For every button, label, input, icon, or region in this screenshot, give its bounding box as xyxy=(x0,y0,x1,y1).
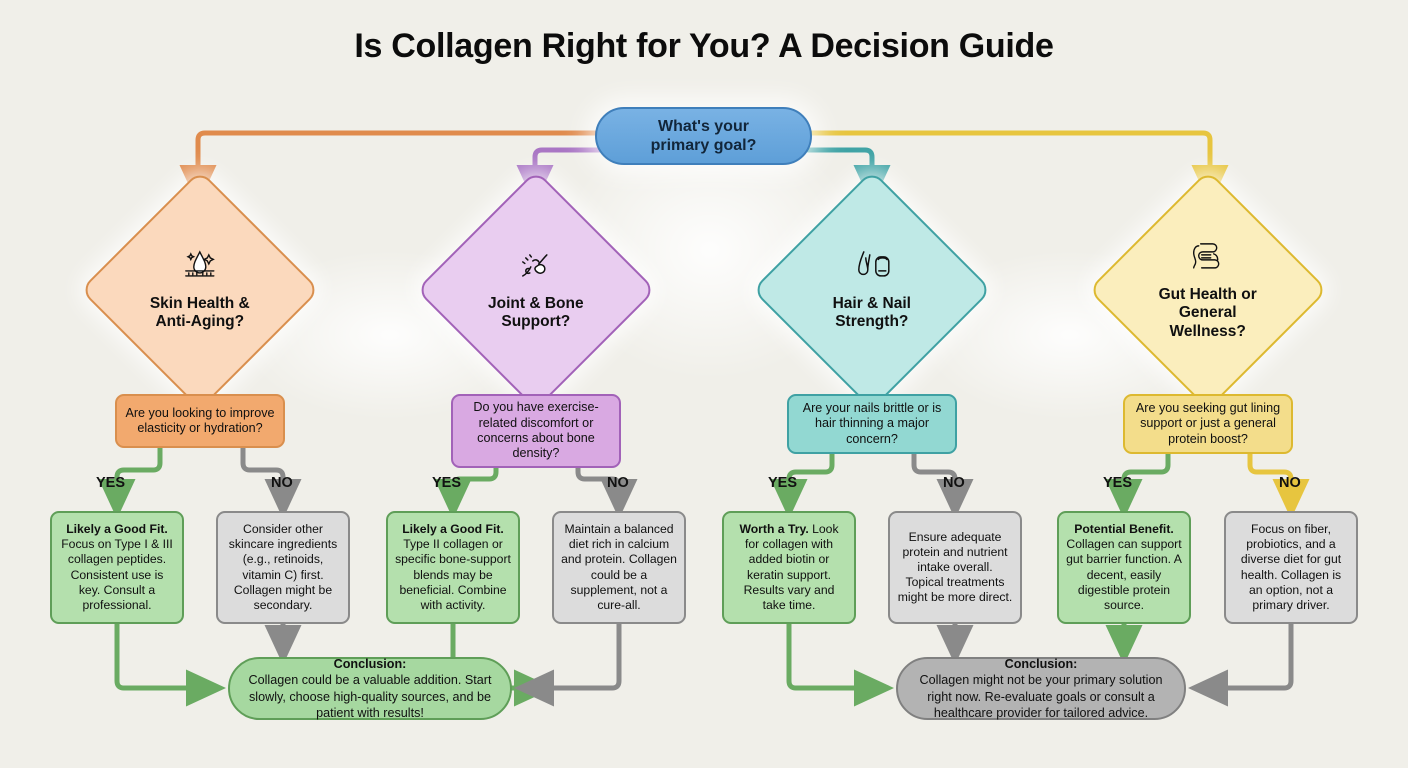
question-gut-text: Are you seeking gut lining support or ju… xyxy=(1135,400,1281,446)
decision-gut-label: Gut Health or General Wellness? xyxy=(1158,285,1258,340)
outcome-joint-yes-heading: Likely a Good Fit. xyxy=(402,522,504,537)
outcome-hair-yes-body: Look for collagen with added biotin or k… xyxy=(743,522,839,612)
decision-skin-label: Skin Health & Anti-Aging? xyxy=(150,294,250,330)
outcome-gut-no-body: Focus on fiber, probiotics, and a divers… xyxy=(1240,522,1342,612)
conclusion-negative[interactable]: Conclusion: Collagen might not be your p… xyxy=(896,657,1186,720)
question-hair-text: Are your nails brittle or is hair thinni… xyxy=(802,400,942,446)
conclusion-positive[interactable]: Conclusion: Collagen could be a valuable… xyxy=(228,657,512,720)
outcome-hair-yes-heading: Worth a Try. xyxy=(739,522,809,537)
conclusion-positive-body: Collagen could be a valuable addition. S… xyxy=(248,673,492,720)
decision-hair-label: Hair & Nail Strength? xyxy=(832,294,912,330)
outcome-skin-yes[interactable]: Likely a Good Fit. Focus on Type I & III… xyxy=(50,511,184,624)
edge-label-yes-hair: YES xyxy=(768,475,798,491)
question-hair[interactable]: Are your nails brittle or is hair thinni… xyxy=(787,394,957,454)
intestine-icon xyxy=(1190,240,1226,279)
question-skin[interactable]: Are you looking to improve elasticity or… xyxy=(115,394,285,448)
outcome-gut-yes-body: Collagen can support gut barrier functio… xyxy=(1066,537,1182,612)
edge-label-yes-joint: YES xyxy=(432,475,462,491)
outcome-skin-no-body: Consider other skincare ingredients (e.g… xyxy=(228,522,338,612)
outcome-gut-yes-heading: Potential Benefit. xyxy=(1074,522,1174,537)
decision-joint[interactable]: Joint & Bone Support? xyxy=(415,169,657,411)
root-label: What's your primary goal? xyxy=(650,117,757,154)
outcome-joint-no[interactable]: Maintain a balanced diet rich in calcium… xyxy=(552,511,686,624)
edge-label-yes-skin: YES xyxy=(96,475,126,491)
question-joint-text: Do you have exercise-related discomfort … xyxy=(473,400,599,461)
outcome-hair-no[interactable]: Ensure adequate protein and nutrient int… xyxy=(888,511,1022,624)
outcome-gut-yes[interactable]: Potential Benefit. Collagen can support … xyxy=(1057,511,1191,624)
outcome-hair-yes[interactable]: Worth a Try. Look for collagen with adde… xyxy=(722,511,856,624)
outcome-joint-yes[interactable]: Likely a Good Fit. Type II collagen or s… xyxy=(386,511,520,624)
outcome-gut-no[interactable]: Focus on fiber, probiotics, and a divers… xyxy=(1224,511,1358,624)
edge-label-no-joint: NO xyxy=(607,475,629,491)
decision-joint-label: Joint & Bone Support? xyxy=(488,294,584,330)
outcome-joint-yes-body: Type II collagen or specific bone-suppor… xyxy=(395,537,511,612)
outcome-skin-yes-heading: Likely a Good Fit. xyxy=(66,522,168,537)
conclusion-negative-body: Collagen might not be your primary solut… xyxy=(919,673,1163,720)
conclusion-negative-heading: Conclusion: xyxy=(1004,657,1078,672)
conclusion-positive-heading: Conclusion: xyxy=(333,657,407,672)
decision-gut[interactable]: Gut Health or General Wellness? xyxy=(1087,169,1329,411)
outcome-joint-no-body: Maintain a balanced diet rich in calcium… xyxy=(561,522,677,612)
question-joint[interactable]: Do you have exercise-related discomfort … xyxy=(451,394,621,468)
decision-skin[interactable]: Skin Health & Anti-Aging? xyxy=(79,169,321,411)
question-gut[interactable]: Are you seeking gut lining support or ju… xyxy=(1123,394,1293,454)
edge-label-yes-gut: YES xyxy=(1103,475,1133,491)
decision-hair[interactable]: Hair & Nail Strength? xyxy=(751,169,993,411)
root-node[interactable]: What's your primary goal? xyxy=(595,107,812,165)
hair-nail-icon xyxy=(850,249,894,288)
outcome-skin-yes-body: Focus on Type I & III collagen peptides.… xyxy=(61,537,173,612)
outcome-hair-no-body: Ensure adequate protein and nutrient int… xyxy=(897,529,1013,605)
edge-label-no-skin: NO xyxy=(271,475,293,491)
edge-label-no-gut: NO xyxy=(1279,475,1301,491)
edge-label-no-hair: NO xyxy=(943,475,965,491)
skin-droplet-icon xyxy=(182,249,218,288)
question-skin-text: Are you looking to improve elasticity or… xyxy=(125,405,275,435)
outcome-skin-no[interactable]: Consider other skincare ingredients (e.g… xyxy=(216,511,350,624)
page-title: Is Collagen Right for You? A Decision Gu… xyxy=(354,27,1054,65)
joint-bone-icon xyxy=(517,249,555,288)
